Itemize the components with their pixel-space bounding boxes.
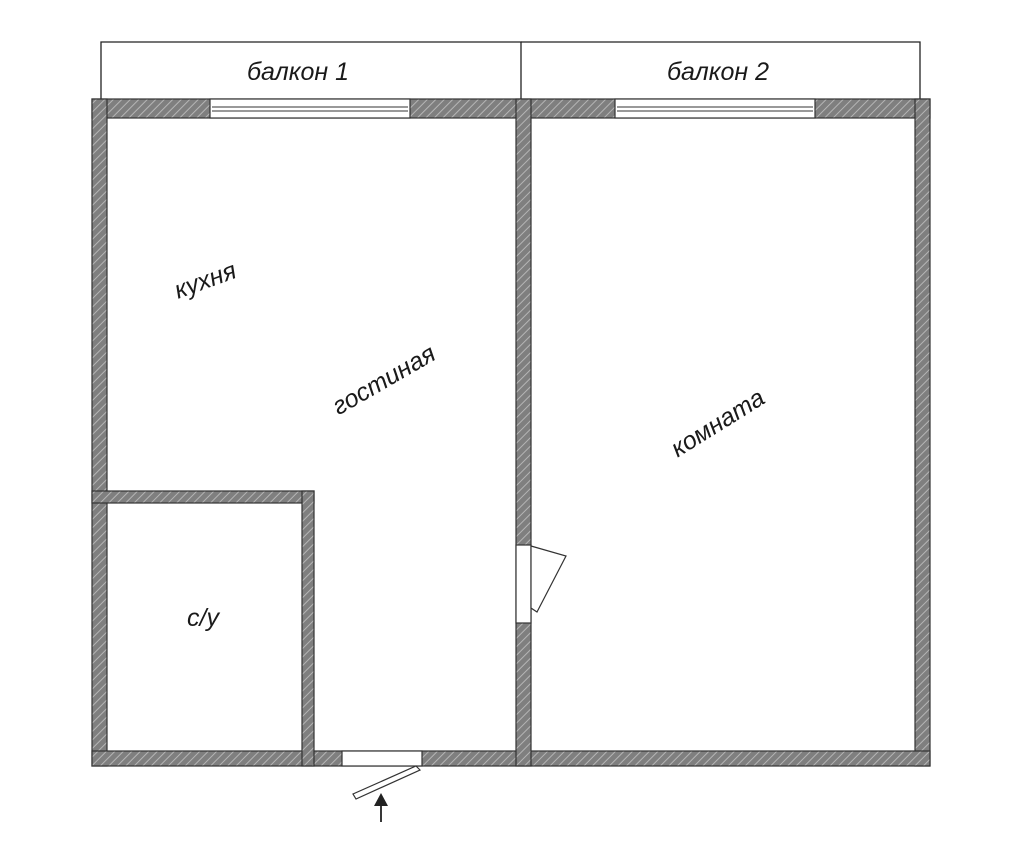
walls <box>91 98 931 767</box>
bathroom-label: с/у <box>187 604 220 632</box>
window-balcony-1 <box>209 98 411 119</box>
entrance-arrow-icon <box>374 793 388 822</box>
balcony-2-label: балкон 2 <box>667 58 769 86</box>
wall-partition <box>515 98 532 767</box>
balcony-1-label: балкон 1 <box>247 58 349 86</box>
window-balcony-2 <box>614 98 816 119</box>
balcony-1 <box>100 41 522 100</box>
wall-right <box>914 98 931 767</box>
wall-bathroom-top <box>91 490 315 504</box>
wall-bottom <box>91 750 931 767</box>
door-bedroom <box>515 544 567 624</box>
living-room-label: гостиная <box>328 339 441 420</box>
balcony-2 <box>521 41 921 100</box>
kitchen-label: кухня <box>170 256 240 304</box>
wall-bathroom-right <box>301 490 315 767</box>
bedroom-label: комната <box>666 383 770 462</box>
door-entrance <box>341 750 423 800</box>
wall-left <box>91 98 108 767</box>
